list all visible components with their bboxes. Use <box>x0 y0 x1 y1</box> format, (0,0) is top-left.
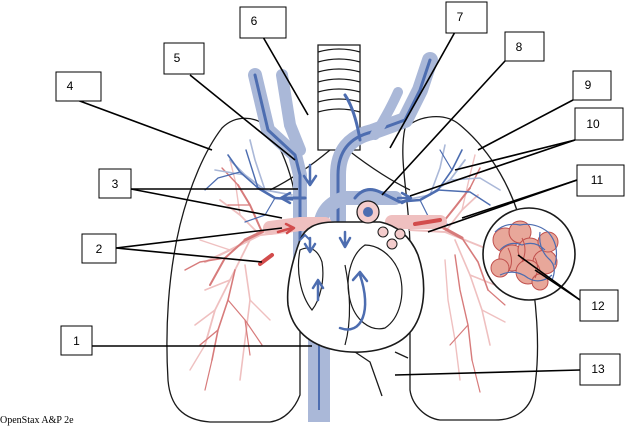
leader-3b <box>130 188 283 219</box>
flow-arrows <box>276 163 413 254</box>
label-2: 2 <box>81 233 117 264</box>
alveoli-inset <box>482 207 576 301</box>
label-4: 4 <box>55 71 102 102</box>
diaphragm <box>354 351 409 397</box>
leader-10a <box>454 139 576 171</box>
image-credit: OpenStax A&P 2e <box>0 415 74 426</box>
superior-vena-cava <box>248 68 307 267</box>
label-5: 5 <box>163 42 205 75</box>
label-12-text: 12 <box>591 299 605 313</box>
label-6-text: 6 <box>251 14 258 28</box>
label-13: 13 <box>579 353 621 386</box>
label-8-text: 8 <box>516 40 523 54</box>
aorta <box>330 52 438 263</box>
heart <box>286 200 425 353</box>
label-2-text: 2 <box>96 242 103 256</box>
label-11: 11 <box>576 164 625 197</box>
leader-5 <box>189 74 296 161</box>
leader-12b <box>517 254 581 301</box>
label-3-text: 3 <box>112 177 119 191</box>
label-3: 3 <box>98 168 132 199</box>
label-12: 12 <box>579 289 619 322</box>
label-11-text: 11 <box>591 173 604 187</box>
label-7-text: 7 <box>457 10 464 24</box>
leader-7 <box>389 31 456 149</box>
label-13-text: 13 <box>591 362 605 376</box>
label-1-text: 1 <box>73 334 80 348</box>
label-10: 10 <box>574 107 624 141</box>
leader-4 <box>76 99 213 151</box>
label-7: 7 <box>445 1 488 34</box>
trachea <box>269 44 411 191</box>
leader-8 <box>381 60 506 196</box>
leader-9 <box>477 99 574 151</box>
label-4-text: 4 <box>67 79 74 93</box>
label-9: 9 <box>572 70 612 101</box>
leader-13 <box>394 369 581 376</box>
label-5-text: 5 <box>174 51 181 65</box>
leader-2a <box>115 227 283 249</box>
leader-lines <box>76 31 581 376</box>
capillary-network <box>494 223 558 282</box>
leader-6 <box>262 36 309 116</box>
label-1: 1 <box>60 325 93 356</box>
label-8: 8 <box>504 31 545 62</box>
leader-11b <box>461 179 578 219</box>
leader-10b <box>409 139 576 197</box>
label-9-text: 9 <box>585 78 592 92</box>
label-6: 6 <box>239 6 287 39</box>
leader-2b <box>115 247 263 263</box>
label-10-text: 10 <box>586 117 600 131</box>
right-lung-vessels <box>184 139 302 391</box>
